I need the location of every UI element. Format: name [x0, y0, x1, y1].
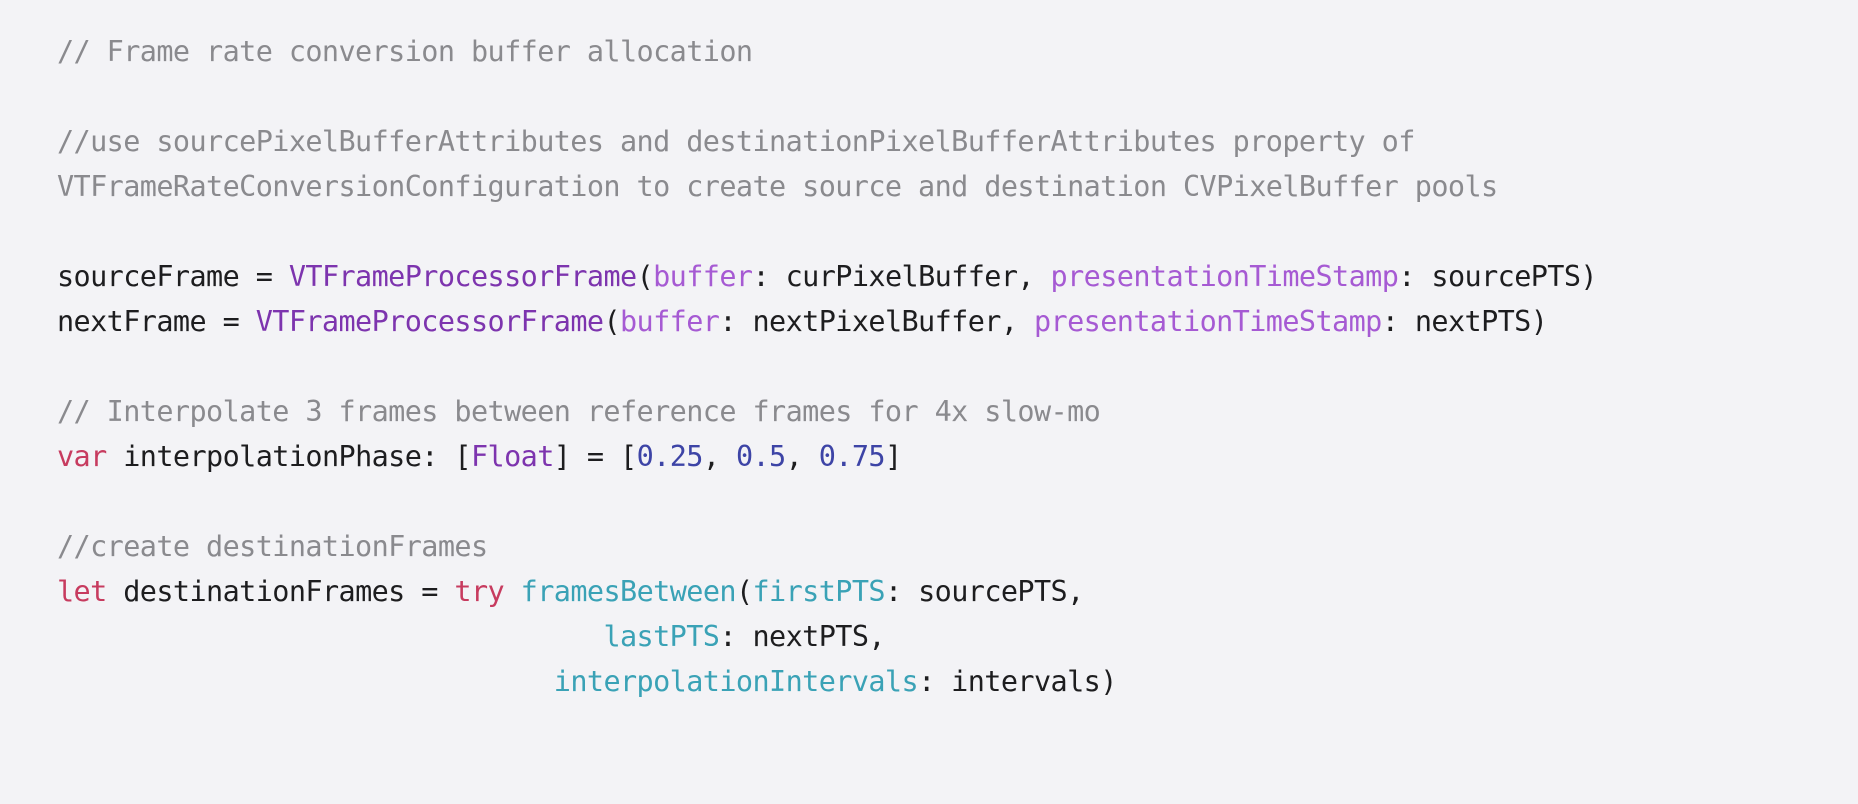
code-line: //use sourcePixelBufferAttributes and de… [57, 119, 1858, 164]
code-line-blank [57, 209, 1858, 254]
code-token-plain [57, 620, 603, 653]
code-token-plain: : sourcePTS, [884, 575, 1084, 608]
code-token-plain [57, 665, 554, 698]
code-token-plain: ] [884, 440, 902, 473]
code-token-plain: : sourcePTS) [1398, 260, 1597, 293]
code-token-comment: // Frame rate conversion buffer allocati… [57, 35, 753, 68]
code-token-param: buffer [620, 305, 720, 338]
code-token-func: firstPTS [752, 575, 886, 608]
code-token-plain: , [785, 440, 819, 473]
code-token-plain: : nextPTS) [1381, 305, 1548, 338]
code-token-keyword: var [57, 440, 107, 473]
code-token-plain: ( [603, 305, 620, 338]
code-token-number: 0.5 [735, 440, 786, 473]
code-token-func: lastPTS [603, 620, 720, 653]
code-token-plain: ] = [ [553, 440, 637, 473]
code-token-comment: // Interpolate 3 frames between referenc… [57, 395, 1101, 428]
code-line-blank [57, 74, 1858, 119]
code-token-plain: destinationFrames = [106, 575, 455, 608]
code-token-plain: interpolationPhase: [ [106, 440, 471, 473]
code-line: // Interpolate 3 frames between referenc… [57, 389, 1858, 434]
code-token-param: buffer [653, 260, 753, 293]
code-token-plain: : intervals) [918, 665, 1117, 698]
code-token-plain: ( [636, 260, 654, 293]
code-token-plain: sourceFrame = [57, 260, 289, 293]
code-token-plain: : nextPixelBuffer, [719, 305, 1034, 338]
code-token-comment: //use sourcePixelBufferAttributes and de… [57, 125, 1415, 158]
code-token-param: presentationTimeStamp [1050, 260, 1399, 293]
code-token-type: VTFrameProcessorFrame [288, 260, 637, 293]
code-token-plain [504, 575, 521, 608]
code-line: // Frame rate conversion buffer allocati… [57, 29, 1858, 74]
code-line: var interpolationPhase: [Float] = [0.25,… [57, 434, 1858, 479]
code-token-plain: : nextPTS, [719, 620, 885, 653]
code-line: nextFrame = VTFrameProcessorFrame(buffer… [57, 299, 1858, 344]
code-token-number: 0.75 [818, 440, 886, 473]
code-line-blank [57, 479, 1858, 524]
code-token-plain: ( [735, 575, 753, 608]
code-token-comment: VTFrameRateConversionConfiguration to cr… [57, 170, 1498, 203]
code-token-type: VTFrameProcessorFrame [255, 305, 604, 338]
code-token-keyword: let [57, 575, 107, 608]
code-token-comment: //create destinationFrames [57, 530, 488, 563]
code-line: sourceFrame = VTFrameProcessorFrame(buff… [57, 254, 1858, 299]
code-line: VTFrameRateConversionConfiguration to cr… [57, 164, 1858, 209]
code-line: interpolationIntervals: intervals) [57, 659, 1858, 704]
code-line: lastPTS: nextPTS, [57, 614, 1858, 659]
code-token-type: Float [470, 440, 554, 473]
code-token-plain: , [702, 440, 736, 473]
code-token-param: presentationTimeStamp [1033, 305, 1382, 338]
code-token-number: 0.25 [636, 440, 704, 473]
code-token-plain: : curPixelBuffer, [752, 260, 1051, 293]
code-line-blank [57, 344, 1858, 389]
code-line: //create destinationFrames [57, 524, 1858, 569]
code-token-func: interpolationIntervals [553, 665, 919, 698]
code-token-plain: nextFrame = [57, 305, 256, 338]
code-token-func: framesBetween [520, 575, 737, 608]
code-token-keyword: try [454, 575, 505, 608]
code-line: let destinationFrames = try framesBetwee… [57, 569, 1858, 614]
